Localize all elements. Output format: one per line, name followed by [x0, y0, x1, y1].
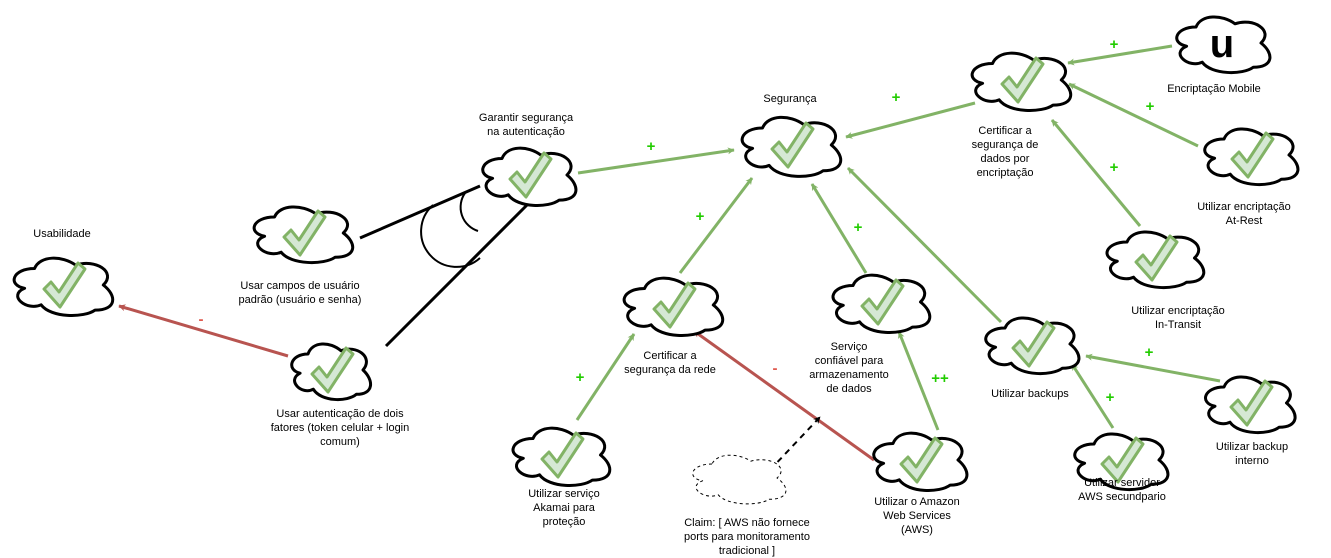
contribution-sign: +	[854, 219, 863, 236]
or-arc-inner	[459, 192, 479, 232]
contribution-links	[118, 44, 1221, 471]
contribution-signs: ++++++++-++++-	[199, 36, 1155, 406]
link-atrest-encriptacao	[1068, 82, 1199, 148]
checkmark-icon	[282, 209, 327, 257]
checkmark-icon	[1134, 234, 1179, 282]
cloud-shape	[1175, 15, 1272, 74]
cloud-shape	[692, 454, 787, 505]
softgoal-label: Utilizar backups	[991, 388, 1069, 400]
link-backups-seguranca	[846, 166, 1003, 324]
link-akamai-rede	[575, 333, 636, 421]
checkmark-icon	[860, 278, 905, 326]
link-rede-seguranca	[678, 177, 754, 274]
checkmark-icon	[1000, 56, 1045, 104]
contribution-sign: -	[199, 311, 204, 328]
claim-link	[769, 416, 821, 471]
link-mobile-encriptacao	[1067, 44, 1173, 66]
or-link-dois-fatores	[384, 202, 530, 348]
checkmark-icon	[310, 346, 355, 394]
contribution-sign: -	[773, 360, 778, 377]
link-auth-seguranca	[577, 147, 735, 175]
checkmark-icon	[899, 436, 944, 484]
softgoal-label: Usabilidade	[33, 228, 90, 240]
link-intransit-encriptacao	[1050, 119, 1142, 227]
or-arc-outer	[420, 204, 481, 268]
softgoal-label: Encriptação Mobile	[1167, 83, 1261, 95]
contribution-sign: +	[1110, 159, 1119, 176]
or-link-usuario-senha	[359, 184, 481, 240]
checkmark-icon	[1230, 131, 1275, 179]
contribution-sign: +	[1145, 344, 1154, 361]
contribution-sign: +	[1146, 98, 1155, 115]
softgoal-seguranca[interactable]: Segurança	[740, 93, 843, 178]
checkmark-icon	[540, 431, 585, 479]
link-armazenamento-seguranca	[810, 183, 868, 274]
checkmark-icon	[1229, 379, 1274, 427]
softgoal-label: Segurança	[763, 93, 817, 105]
checkmark-icon	[1100, 436, 1145, 484]
link-awssec-backups	[1070, 363, 1115, 429]
checkmark-icon	[42, 261, 87, 309]
softgoal-usabilidade[interactable]: Usabilidade	[12, 228, 115, 317]
link-backupinterno-backups	[1085, 353, 1221, 383]
link-aws-rede	[693, 329, 875, 462]
link-aws-armazenamento	[897, 331, 940, 431]
checkmark-icon	[652, 281, 697, 329]
contribution-sign: +	[892, 89, 901, 106]
softgoal-backups[interactable]: Utilizar backups	[984, 316, 1081, 400]
link-doisfatores-usabilidade	[118, 304, 289, 358]
checkmark-icon	[770, 121, 815, 169]
contribution-sign: ++	[931, 370, 949, 387]
contribution-sign: +	[1110, 36, 1119, 53]
undecided-icon: u	[1210, 22, 1234, 66]
contribution-sign: +	[696, 208, 705, 225]
checkmark-icon	[508, 151, 553, 199]
contribution-sign: +	[576, 369, 585, 386]
contribution-sign: +	[1106, 389, 1115, 406]
contribution-sign: +	[647, 138, 656, 155]
link-encriptacao-seguranca	[845, 101, 976, 139]
checkmark-icon	[1011, 320, 1056, 368]
